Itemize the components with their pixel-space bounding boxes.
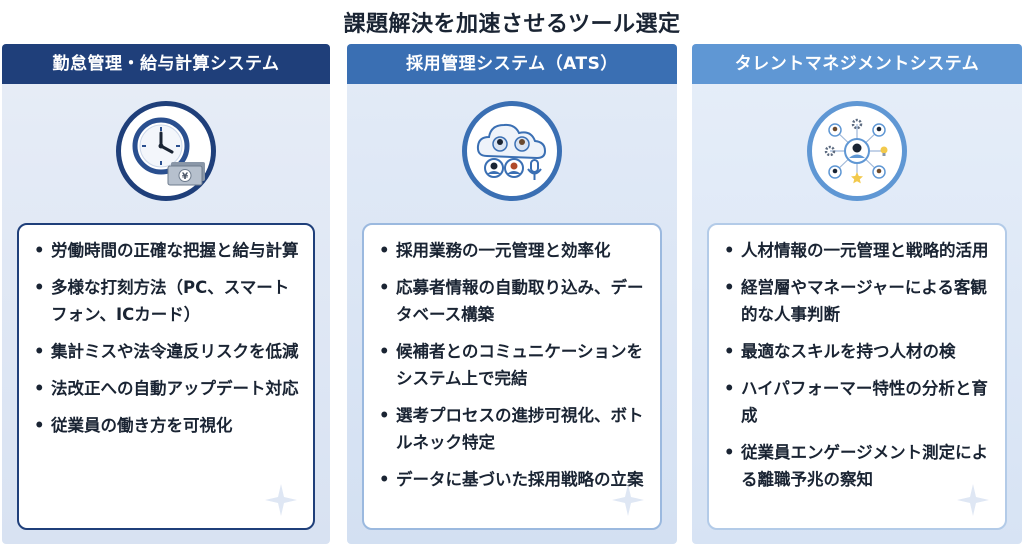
- list-item: ハイパフォーマー特性の分析と育成: [723, 375, 991, 429]
- list-item: 従業員の働き方を可視化: [33, 412, 299, 439]
- column-talent-management: タレントマネジメントシステム: [692, 44, 1022, 544]
- list-item: 人材情報の一元管理と戦略的活用: [723, 237, 991, 264]
- page-title: 課題解決を加速させるツール選定: [343, 12, 681, 37]
- column-heading: 勤怠管理・給与計算システム: [2, 44, 330, 84]
- sparkle-icon: [957, 484, 989, 516]
- list-item: 最適なスキルを持つ人材の検: [723, 338, 991, 365]
- feature-card: 人材情報の一元管理と戦略的活用 経営層やマネージャーによる客観的な人事判断 最適…: [707, 223, 1007, 530]
- clock-and-money-icon: ¥: [116, 101, 216, 201]
- feature-list: 人材情報の一元管理と戦略的活用 経営層やマネージャーによる客観的な人事判断 最適…: [723, 237, 991, 493]
- list-item: 選考プロセスの進捗可視化、ボトルネック特定: [378, 402, 646, 456]
- list-item: 従業員エンゲージメント測定による離職予兆の察知: [723, 439, 991, 493]
- list-item: 労働時間の正確な把握と給与計算: [33, 237, 299, 264]
- feature-card: 採用業務の一元管理と効率化 応募者情報の自動取り込み、データベース構築 候補者と…: [362, 223, 662, 530]
- list-item: 経営層やマネージャーによる客観的な人事判断: [723, 274, 991, 328]
- feature-list: 労働時間の正確な把握と給与計算 多様な打刻方法（PC、スマートフォン、ICカード…: [33, 237, 299, 439]
- list-item: 候補者とのコミュニケーションをシステム上で完結: [378, 338, 646, 392]
- talent-network-icon: [807, 101, 907, 201]
- list-item: データに基づいた採用戦略の立案: [378, 466, 646, 493]
- list-item: 応募者情報の自動取り込み、データベース構築: [378, 274, 646, 328]
- column-ats: 採用管理システム（ATS） 採用業務の一元管理と効率化 応募者情報の自動取り込み…: [347, 44, 677, 544]
- feature-card: 労働時間の正確な把握と給与計算 多様な打刻方法（PC、スマートフォン、ICカード…: [17, 223, 315, 530]
- feature-list: 採用業務の一元管理と効率化 応募者情報の自動取り込み、データベース構築 候補者と…: [378, 237, 646, 493]
- column-heading: タレントマネジメントシステム: [692, 44, 1022, 84]
- sparkle-icon: [265, 484, 297, 516]
- list-item: 集計ミスや法令違反リスクを低減: [33, 338, 299, 365]
- list-item: 採用業務の一元管理と効率化: [378, 237, 646, 264]
- cloud-candidates-icon: [462, 101, 562, 201]
- column-heading: 採用管理システム（ATS）: [347, 44, 677, 84]
- list-item: 多様な打刻方法（PC、スマートフォン、ICカード）: [33, 274, 299, 328]
- svg-text:¥: ¥: [182, 172, 189, 182]
- list-item: 法改正への自動アップデート対応: [33, 375, 299, 402]
- column-attendance-payroll: 勤怠管理・給与計算システム ¥ 労働時間の正確な把握と給与計算 多様な打刻方法（…: [2, 44, 330, 544]
- sparkle-icon: [612, 484, 644, 516]
